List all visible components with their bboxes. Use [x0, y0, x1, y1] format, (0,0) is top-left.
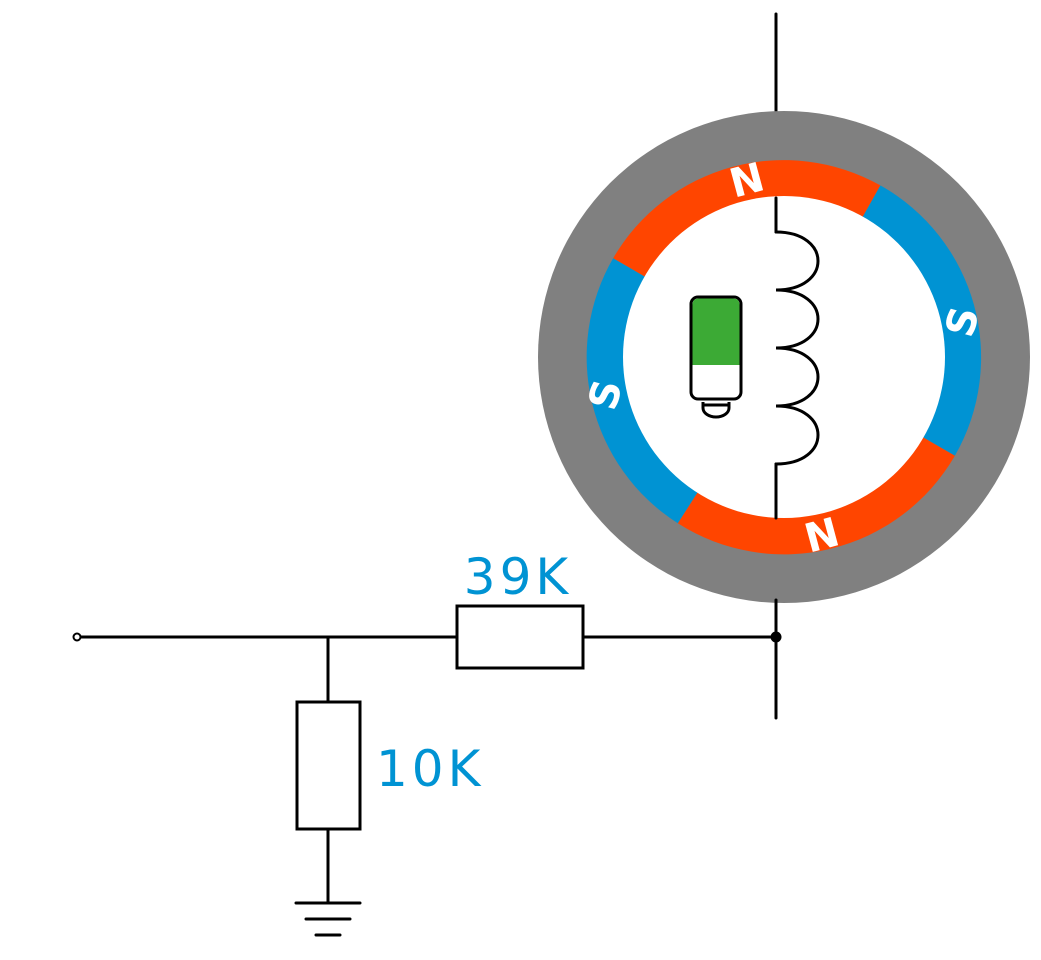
ground-icon	[294, 901, 362, 937]
series-resistor-value: 39K	[464, 548, 572, 606]
lamp-icon	[689, 295, 743, 419]
input-terminal[interactable]	[72, 632, 82, 642]
shunt-resistor-value: 10K	[376, 740, 484, 798]
junction-dot	[770, 631, 782, 643]
shunt-resistor	[295, 700, 362, 831]
magnet-ring	[586, 160, 982, 555]
coil-inductor	[774, 196, 820, 520]
rotor-interior	[623, 196, 945, 518]
series-resistor	[455, 604, 585, 670]
